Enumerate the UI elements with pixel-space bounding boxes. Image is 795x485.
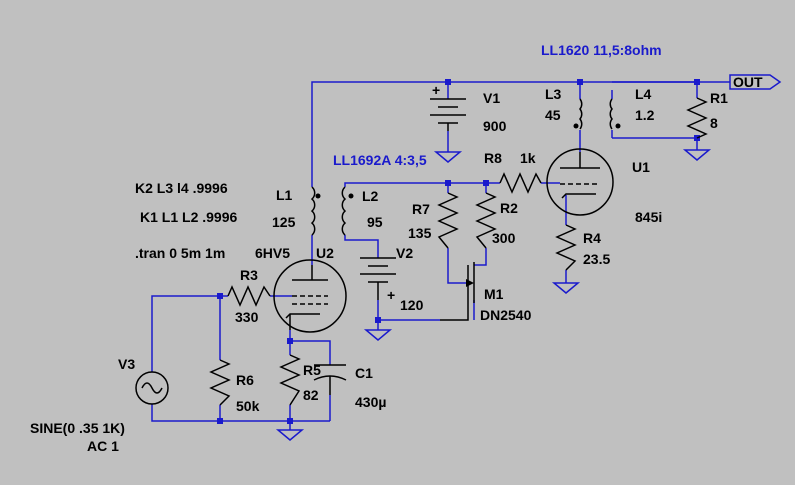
r4-resistor — [555, 224, 577, 271]
interstage-transformer-label: LL1692A 4:3,5 — [333, 152, 427, 168]
out-port: OUT — [729, 74, 782, 90]
component-label: 6HV5 — [255, 245, 290, 261]
component-label: 330 — [235, 309, 259, 325]
r6-resistor — [209, 359, 231, 406]
l1-inductor — [310, 186, 321, 236]
u2-tube — [273, 259, 347, 333]
r3-resistor — [227, 285, 271, 307]
labels: LL1620 11,5:8ohm LL1692A 4:3,5 K2 L3 l4 … — [30, 42, 728, 454]
component-label: 120 — [400, 297, 424, 313]
r1-resistor — [686, 97, 708, 139]
component-label: L2 — [362, 188, 379, 204]
component-label: 845i — [635, 209, 662, 225]
l3-inductor — [573, 98, 583, 130]
v1-source: + — [430, 82, 466, 131]
component-label: R5 — [303, 362, 321, 378]
out-port-label: OUT — [733, 74, 763, 90]
l2-inductor — [341, 186, 354, 236]
component-label: 50k — [236, 398, 260, 414]
ground-symbol — [682, 149, 712, 161]
component-label: 23.5 — [583, 251, 610, 267]
component-label: 1.2 — [635, 107, 655, 123]
v2-source: + — [360, 257, 396, 303]
c1-capacitor — [313, 364, 347, 395]
component-label: R1 — [710, 90, 728, 106]
component-label: M1 — [484, 286, 504, 302]
component-label: 430µ — [355, 394, 386, 410]
component-label: R2 — [500, 200, 518, 216]
r8-resistor — [499, 172, 542, 194]
r2-resistor — [475, 192, 497, 249]
component-label: R6 — [236, 372, 254, 388]
component-label: 8 — [710, 115, 718, 131]
v3-source — [135, 371, 169, 405]
component-label: V3 — [118, 356, 135, 372]
k2-directive: K2 L3 l4 .9996 — [135, 180, 228, 196]
component-label: R4 — [583, 230, 601, 246]
component-label: 95 — [367, 214, 383, 230]
component-label: 1k — [520, 150, 536, 166]
component-label: R8 — [484, 150, 502, 166]
wires — [151, 81, 730, 430]
component-label: DN2540 — [480, 307, 532, 323]
r5-resistor — [279, 354, 301, 406]
component-label: 82 — [303, 387, 319, 403]
u1-tube — [546, 148, 614, 216]
tran-directive: .tran 0 5m 1m — [135, 245, 225, 261]
component-label: L1 — [276, 187, 293, 203]
component-label: + — [387, 287, 395, 303]
component-label: V2 — [396, 245, 413, 261]
ground-symbol — [363, 320, 393, 341]
output-transformer-label: LL1620 11,5:8ohm — [541, 42, 662, 58]
l4-inductor — [609, 98, 621, 130]
component-label: + — [432, 82, 440, 98]
component-label: SINE(0 .35 1K) — [30, 420, 125, 436]
k1-directive: K1 L1 L2 .9996 — [140, 209, 237, 225]
ground-symbol — [433, 151, 463, 163]
component-label: 125 — [272, 214, 296, 230]
component-label: R7 — [412, 201, 430, 217]
component-label: 300 — [492, 230, 516, 246]
component-label: U2 — [316, 245, 334, 261]
m1-mosfet — [440, 262, 475, 321]
component-label: U1 — [632, 159, 650, 175]
component-label: 900 — [483, 118, 507, 134]
component-label: 135 — [408, 225, 432, 241]
component-label: R3 — [240, 267, 258, 283]
component-label: L4 — [635, 86, 652, 102]
component-label: AC 1 — [87, 438, 119, 454]
ground-symbol — [275, 429, 305, 441]
r7-resistor — [437, 192, 459, 249]
ground-symbol — [551, 282, 581, 294]
component-label: V1 — [483, 90, 500, 106]
component-label: 45 — [545, 107, 561, 123]
component-label: C1 — [355, 365, 373, 381]
component-label: L3 — [545, 86, 562, 102]
